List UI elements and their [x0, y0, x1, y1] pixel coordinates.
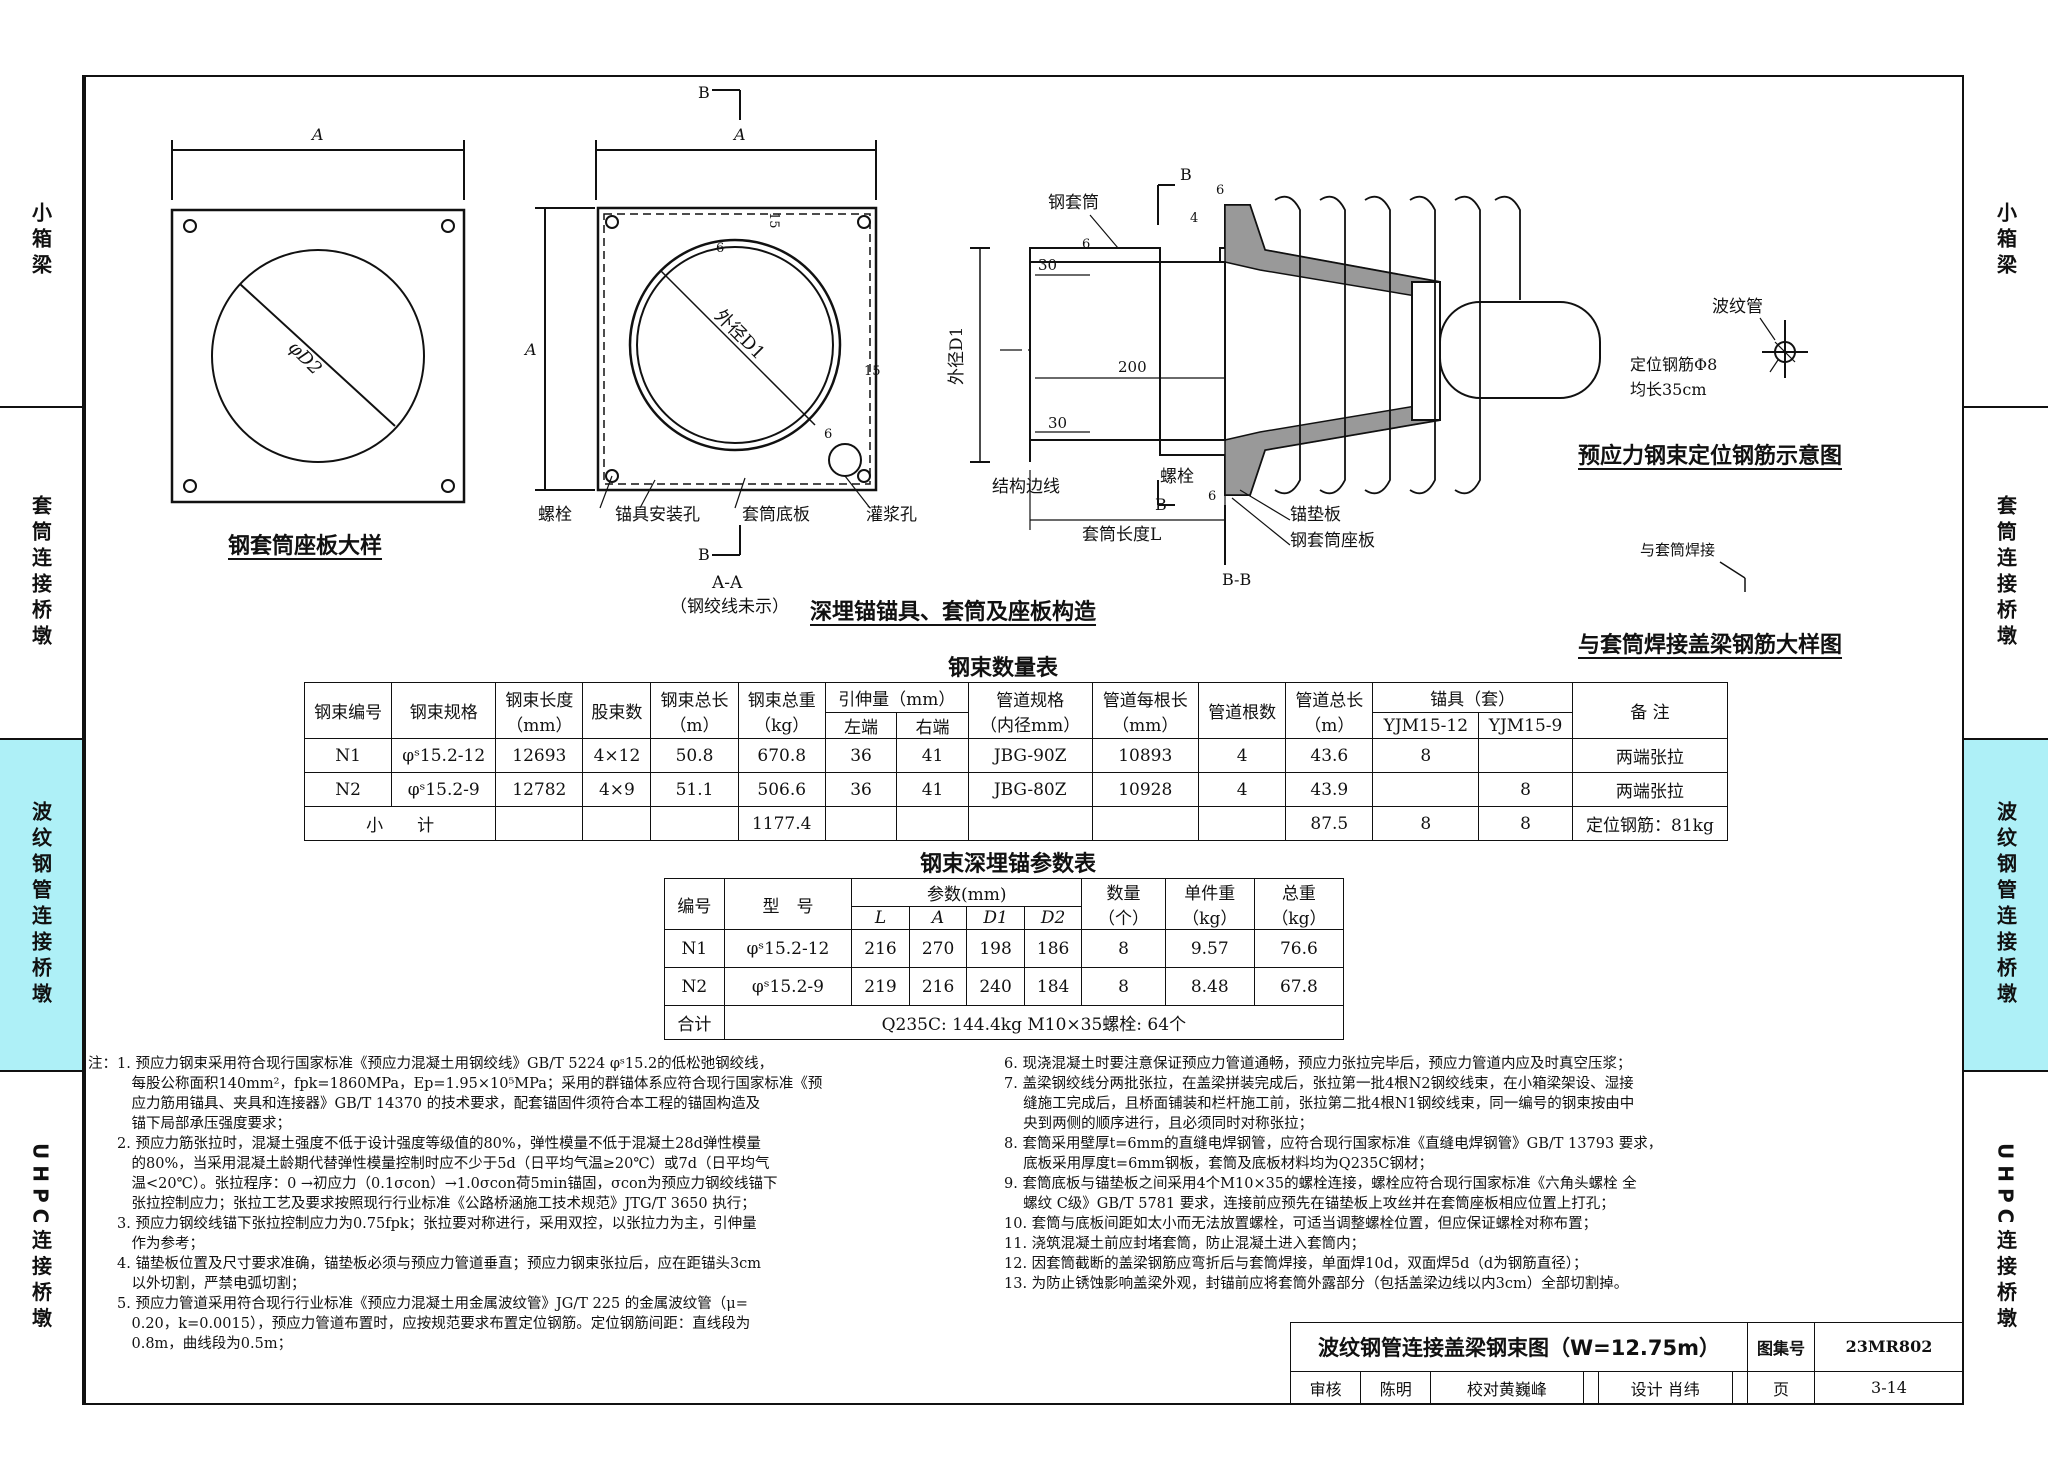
svg-text:钢套筒座板: 钢套筒座板 [1290, 531, 1375, 551]
svg-text:钢套筒: 钢套筒 [1048, 193, 1099, 213]
svg-text:B: B [698, 83, 710, 102]
drawing-title: 波纹钢管连接盖梁钢束图（W=12.75m） [1290, 1322, 1748, 1372]
plate-caption: 钢套筒座板大样 [228, 534, 383, 559]
position-bar-diagram: 波纹管 定位钢筋Φ8 均长35cm 与套筒焊接 [1630, 297, 1808, 592]
svg-text:4: 4 [1190, 211, 1198, 226]
title-block: 波纹钢管连接盖梁钢束图（W=12.75m） 图集号 23MR802 审核 陈明 … [1289, 1322, 1964, 1406]
svg-text:6: 6 [1208, 489, 1216, 504]
table1-title: 钢束数量表 [948, 656, 1059, 681]
side-tab-small-box-girder: 小箱梁 [0, 75, 84, 408]
svg-text:6: 6 [824, 427, 832, 442]
svg-text:外径D1: 外径D1 [947, 327, 967, 385]
side-tab-corrugated-pier-r: 波纹钢管连接桥墩 [1962, 740, 2048, 1072]
svg-text:B: B [1155, 495, 1167, 514]
svg-text:结构边线: 结构边线 [992, 477, 1060, 497]
notes-right: 6. 现浇混凝土时要注意保证预应力管道通畅，预应力张拉完毕后，预应力管道内应及时… [1004, 1056, 1663, 1292]
svg-text:B: B [1180, 165, 1192, 184]
dim-d2-label: φD2 [284, 337, 326, 379]
dim-a-label: A [310, 125, 324, 144]
svg-text:15: 15 [864, 364, 881, 379]
side-tab-sleeve-pier: 套筒连接桥墩 [0, 408, 84, 740]
table2-title: 钢束深埋锚参数表 [920, 852, 1097, 877]
svg-text:B-B: B-B [1222, 570, 1251, 589]
weld-caption: 与套筒焊接盖梁钢筋大样图 [1578, 633, 1843, 658]
svg-text:定位钢筋Φ8: 定位钢筋Φ8 [1630, 355, 1717, 374]
svg-text:均长35cm: 均长35cm [1630, 380, 1707, 399]
svg-text:螺栓: 螺栓 [1160, 467, 1194, 487]
drawing-frame [84, 75, 1964, 1405]
side-tab-corrugated-pier: 波纹钢管连接桥墩 [0, 740, 84, 1072]
svg-text:螺栓: 螺栓 [538, 505, 572, 525]
svg-text:锚垫板: 锚垫板 [1290, 505, 1341, 525]
svg-text:套筒底板: 套筒底板 [742, 505, 810, 525]
svg-text:A-A: A-A [711, 573, 743, 593]
notes-left: 注：1. 预应力钢束采用符合现行国家标准《预应力混凝土用钢绞线》GB/T 522… [88, 1056, 823, 1352]
side-tab-uhpc-pier: UHPC连接桥墩 [0, 1072, 84, 1405]
svg-text:外径D1: 外径D1 [710, 305, 769, 364]
svg-text:A: A [523, 340, 537, 359]
svg-text:6: 6 [1082, 237, 1090, 252]
svg-text:灌浆孔: 灌浆孔 [866, 505, 917, 525]
svg-text:与套筒焊接: 与套筒焊接 [1640, 541, 1715, 559]
svg-text:B: B [698, 545, 710, 564]
anchor-caption: 深埋锚锚具、套筒及座板构造 [810, 600, 1097, 625]
svg-text:200: 200 [1118, 358, 1147, 376]
tendon-quantity-table: 钢束编号 钢束规格 钢束长度（mm） 股束数 钢束总长（m） 钢束总重（kg） … [303, 682, 1729, 841]
side-elevation: 外径D1 30 30 200 套筒长度L B B 钢套筒 6 4 6 6 结构边… [947, 165, 1601, 589]
svg-text:6: 6 [1216, 183, 1224, 198]
svg-text:波纹管: 波纹管 [1712, 297, 1763, 317]
plate-detail: A φD2 [170, 125, 466, 504]
svg-text:套筒长度L: 套筒长度L [1082, 525, 1161, 545]
svg-text:6: 6 [716, 241, 724, 256]
section-aa: B A A 外径D1 15 15 6 6 螺栓 锚具安装孔 套筒底板 灌浆孔 B… [523, 83, 917, 617]
svg-text:锚具安装孔: 锚具安装孔 [615, 505, 700, 525]
svg-text:A: A [732, 125, 746, 144]
svg-text:（钢绞线未示）: （钢绞线未示） [670, 597, 789, 617]
position-caption: 预应力钢束定位钢筋示意图 [1578, 444, 1843, 469]
svg-text:30: 30 [1048, 414, 1067, 432]
svg-text:15: 15 [766, 212, 781, 229]
svg-text:30: 30 [1038, 256, 1057, 274]
